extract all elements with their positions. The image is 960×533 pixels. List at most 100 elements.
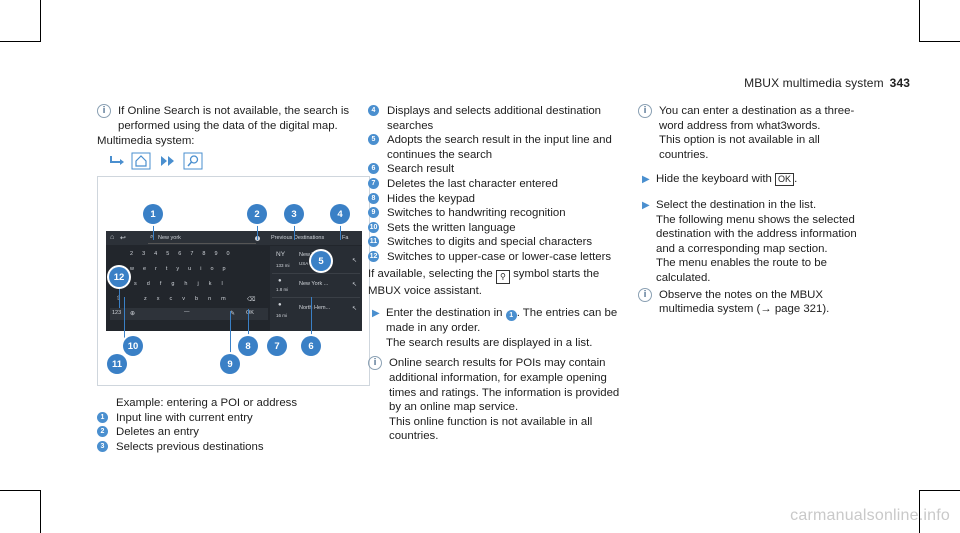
key[interactable]: n: [208, 296, 212, 302]
key[interactable]: y: [176, 266, 180, 272]
back-icon[interactable]: ↩: [120, 235, 126, 242]
key[interactable]: f: [159, 281, 162, 287]
crop-mark: [919, 41, 960, 42]
key[interactable]: 4: [154, 251, 158, 257]
key[interactable]: v: [182, 296, 185, 302]
key[interactable]: 3: [142, 251, 146, 257]
keyboard: 2 3 4 5 6 7 8 9 0 w e r t y u i o p: [106, 246, 269, 331]
search-input[interactable]: [148, 234, 256, 244]
figure-caption: Example: entering a POI or address: [116, 397, 298, 409]
key[interactable]: m: [221, 296, 226, 302]
callout-line: [119, 282, 120, 308]
key[interactable]: d: [146, 281, 150, 287]
note-line: Online search results for POIs may conta…: [389, 357, 620, 414]
key[interactable]: p: [222, 266, 226, 272]
voice-assistant-para: If available, selecting the ⚲ symbol sta…: [368, 267, 630, 299]
home-icon[interactable]: ⌂: [110, 234, 115, 241]
key[interactable]: 2: [130, 251, 134, 257]
column-3: i You can enter a destination as a three…: [638, 104, 870, 317]
key[interactable]: r: [155, 266, 157, 272]
key[interactable]: s: [134, 281, 137, 287]
number-badge: 4: [368, 105, 379, 116]
legend-text: Switches to handwriting recognition: [387, 207, 566, 220]
number-badge: 1: [505, 310, 517, 322]
voice-symbol-icon: ⚲: [495, 269, 510, 284]
key[interactable]: b: [195, 296, 199, 302]
key[interactable]: h: [184, 281, 188, 287]
key[interactable]: t: [165, 266, 168, 272]
divider: [272, 273, 360, 274]
shift-key[interactable]: ⇧: [116, 295, 121, 302]
callout-line: [257, 222, 258, 240]
adopt-result-icon[interactable]: ↖: [352, 282, 358, 288]
callout-11: 11: [107, 354, 127, 374]
callout-8: 8: [238, 336, 258, 356]
key[interactable]: c: [169, 296, 173, 302]
key[interactable]: z: [144, 296, 147, 302]
person-icon: ●: [278, 278, 282, 284]
ok-key[interactable]: OK: [246, 310, 254, 316]
crop-mark: [40, 0, 41, 42]
header-title: MBUX multimedia system: [744, 76, 884, 90]
search-text: New york: [158, 235, 181, 241]
key[interactable]: 5: [166, 251, 170, 257]
key[interactable]: i: [200, 266, 202, 272]
figure-keyboard-screen: ⌂ ↩ ⌕ New york Previous Destinations Fa …: [97, 176, 370, 386]
key[interactable]: x: [156, 296, 160, 302]
key[interactable]: 7: [190, 251, 194, 257]
adopt-result-icon[interactable]: ↖: [352, 306, 358, 312]
key[interactable]: w: [130, 266, 134, 272]
digits-key[interactable]: 123: [112, 310, 122, 316]
crop-mark: [0, 41, 41, 42]
number-badge: 11: [368, 236, 379, 248]
result-title[interactable]: New York ...: [299, 281, 329, 287]
search-icon: [183, 152, 203, 170]
backspace-key[interactable]: ⌫: [247, 297, 256, 303]
number-badge: 5: [368, 134, 379, 146]
home-icon: [131, 152, 151, 170]
key[interactable]: 6: [178, 251, 182, 257]
key[interactable]: l: [221, 281, 223, 287]
step-text-c: The menu enables the route to be calcula…: [656, 257, 827, 284]
key[interactable]: e: [142, 266, 147, 272]
callout-9: 9: [220, 354, 240, 374]
number-badge: 1: [97, 411, 108, 423]
adopt-result-icon[interactable]: ↖: [352, 258, 358, 264]
legend-text: Adopts the search result in the input li…: [387, 134, 612, 161]
key[interactable]: k: [208, 281, 212, 287]
space-key[interactable]: —: [184, 309, 190, 315]
key[interactable]: u: [188, 266, 192, 272]
previous-destinations-button[interactable]: Previous Destinations: [271, 235, 325, 241]
key[interactable]: 0: [226, 251, 230, 257]
key[interactable]: o: [210, 266, 214, 272]
step-text-b: . The entries can be made in any order.: [386, 307, 618, 335]
key[interactable]: 9: [214, 251, 218, 257]
language-key[interactable]: ⊕: [130, 311, 136, 317]
bottom-row: [110, 308, 268, 320]
key[interactable]: g: [171, 281, 175, 287]
legend-text: Switches to digits and special character…: [387, 236, 593, 249]
note-line: This option is not available in all coun…: [659, 134, 820, 161]
callout-12: 12: [109, 267, 129, 287]
result-title[interactable]: New York: [299, 252, 323, 258]
result-abbr: NY: [276, 251, 286, 258]
menu-path: [97, 152, 359, 170]
crop-mark: [40, 490, 41, 533]
key[interactable]: j: [197, 281, 199, 287]
step-text-a: Hide the keyboard with: [656, 173, 772, 186]
additional-search-button[interactable]: Fa: [342, 235, 349, 241]
legend-text: Search result: [387, 163, 455, 176]
key[interactable]: 8: [202, 251, 206, 257]
handwriting-key[interactable]: ✎: [230, 311, 236, 317]
legend-text: Hides the keypad: [387, 192, 476, 205]
result-title[interactable]: North Hem...: [299, 305, 331, 311]
info-note: i You can enter a destination as a three…: [638, 104, 870, 162]
